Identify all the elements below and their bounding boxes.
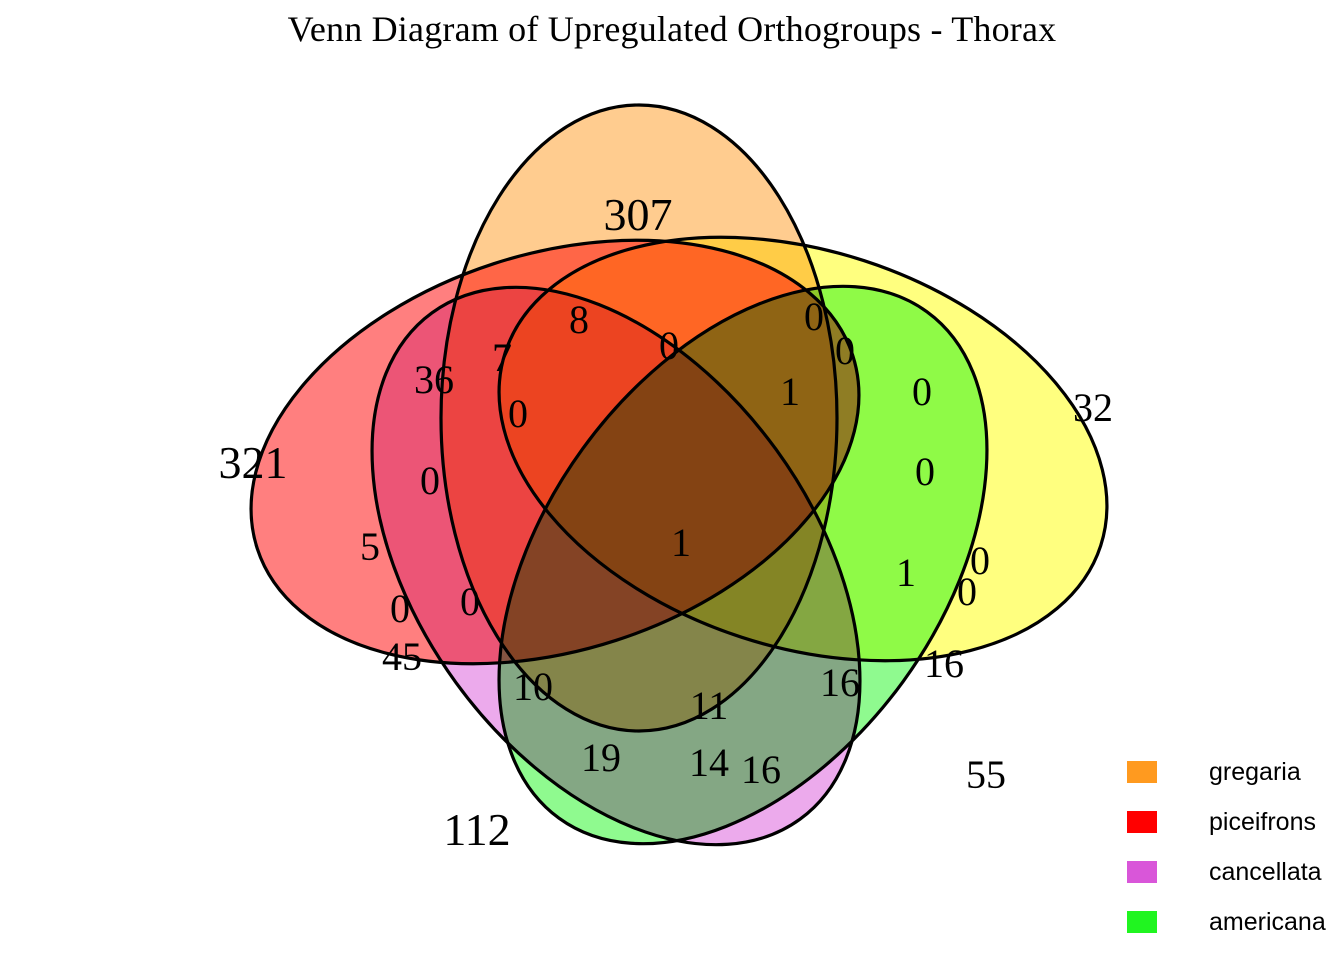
legend-item-cancellata[interactable]: cancellata (1127, 853, 1344, 903)
legend-label-gregaria: gregaria (1209, 758, 1301, 786)
legend-swatch-cancellata (1127, 861, 1157, 883)
ellipse-outline-americana (497, 284, 989, 846)
ellipse-outline-piceifrons (249, 238, 861, 666)
legend-label-cubense: cubense (1209, 953, 1304, 960)
ellipse-fill-cubense (499, 237, 1107, 661)
legend-swatch-americana (1127, 911, 1157, 933)
legend-item-cubense[interactable]: cubense (1127, 953, 1344, 960)
legend-label-piceifrons: piceifrons (1209, 808, 1316, 836)
ellipse-outline-cubense (497, 235, 1109, 663)
legend-item-gregaria[interactable]: gregaria (1127, 753, 1344, 803)
legend: gregaria piceifrons cancellata americana cub… (1127, 753, 1344, 960)
legend-swatch-piceifrons (1127, 811, 1157, 833)
ellipse-outline-gregaria (439, 103, 839, 733)
legend-item-piceifrons[interactable]: piceifrons (1127, 803, 1344, 853)
page-title: Venn Diagram of Upregulated Orthogroups … (287, 9, 1057, 49)
legend-swatch-gregaria (1127, 761, 1157, 783)
legend-label-americana: americana (1209, 908, 1326, 936)
venn-outlines (249, 103, 1109, 847)
legend-item-americana[interactable]: americana (1127, 903, 1344, 953)
venn-fills (251, 105, 1107, 845)
legend-label-cancellata: cancellata (1209, 858, 1322, 886)
ellipse-outline-cancellata (370, 285, 862, 847)
